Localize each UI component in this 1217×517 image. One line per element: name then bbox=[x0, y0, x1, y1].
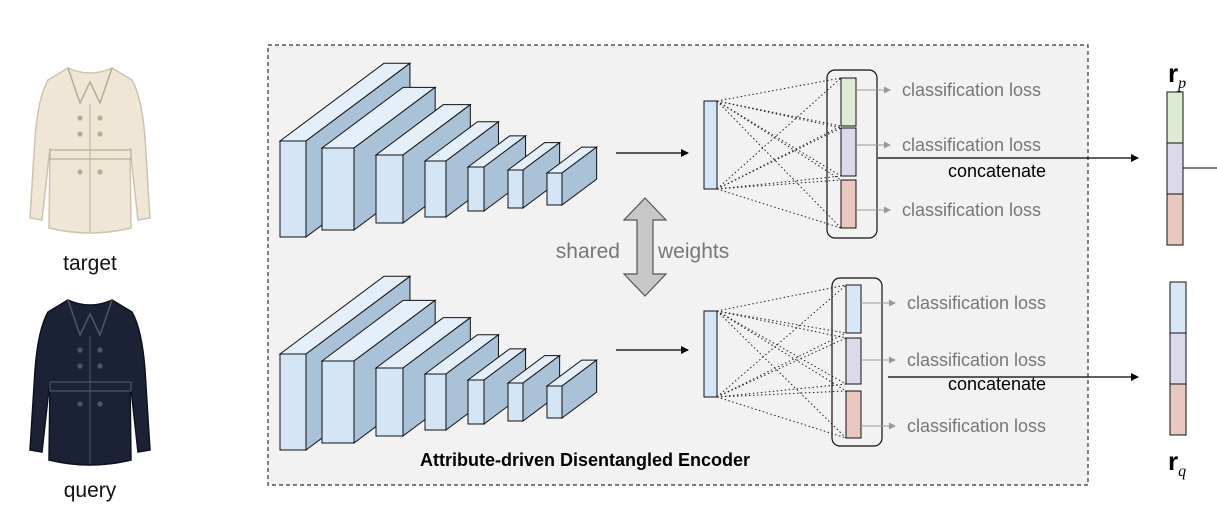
fc-connection bbox=[716, 127, 842, 190]
concat-label-query: concatenate bbox=[948, 374, 1046, 394]
cnn-backbone-target bbox=[278, 62, 599, 238]
output-segment bbox=[1166, 142, 1184, 195]
coat-button bbox=[77, 131, 83, 137]
coat-button bbox=[77, 169, 83, 175]
feature-vector bbox=[703, 100, 718, 190]
coat-button bbox=[77, 363, 83, 369]
target-coat-image bbox=[29, 67, 151, 234]
coat-button bbox=[97, 169, 103, 175]
fc-connection bbox=[716, 310, 847, 392]
attribute-embedding bbox=[845, 390, 862, 439]
output-segment bbox=[1169, 332, 1187, 385]
classification-loss-label: classification loss bbox=[907, 293, 1046, 313]
feature-vector bbox=[703, 310, 718, 398]
shared-weights-arrow bbox=[622, 197, 668, 297]
embedding-group-box bbox=[831, 277, 883, 447]
classification-loss-label: classification loss bbox=[907, 416, 1046, 436]
fc-connection bbox=[716, 284, 847, 398]
output-vector-rq bbox=[1169, 281, 1187, 436]
conv-block bbox=[506, 354, 562, 422]
head-target: classification loss classification loss cl… bbox=[703, 69, 1041, 239]
attribute-embedding bbox=[840, 127, 857, 177]
coat-button bbox=[77, 401, 83, 407]
query-label: query bbox=[64, 479, 117, 502]
output-segment bbox=[1169, 383, 1187, 436]
fc-connection bbox=[716, 179, 842, 190]
attribute-embedding bbox=[845, 284, 862, 334]
fc-connection bbox=[716, 310, 847, 334]
coat-button bbox=[97, 347, 103, 353]
conv-block bbox=[466, 347, 528, 425]
attribute-embedding bbox=[845, 337, 862, 385]
coat-collar bbox=[67, 67, 113, 105]
fc-connection bbox=[716, 100, 842, 177]
fc-connection bbox=[716, 332, 847, 398]
fc-connection bbox=[716, 188, 842, 229]
concat-label-target: concatenate bbox=[948, 161, 1046, 181]
query-coat-image bbox=[29, 299, 151, 466]
coat-button bbox=[97, 363, 103, 369]
fc-connection bbox=[716, 310, 847, 385]
attribute-heads: classification loss classification loss cl… bbox=[703, 69, 1046, 447]
conv-block bbox=[545, 359, 599, 419]
classification-loss-label: classification loss bbox=[902, 135, 1041, 155]
classification-loss-label: classification loss bbox=[902, 80, 1041, 100]
shared-label: shared bbox=[556, 240, 620, 263]
output-segment bbox=[1169, 281, 1187, 334]
output-segment bbox=[1166, 91, 1184, 144]
classification-loss-label: classification loss bbox=[902, 200, 1041, 220]
output-segment bbox=[1166, 193, 1184, 246]
cnn-backbone-query bbox=[278, 275, 599, 451]
fc-connection bbox=[716, 390, 847, 398]
fc-connection bbox=[716, 175, 842, 190]
conv-block bbox=[466, 134, 528, 212]
coat-button bbox=[77, 115, 83, 121]
coat-button bbox=[77, 347, 83, 353]
fc-connection bbox=[716, 100, 842, 129]
fc-connection bbox=[716, 100, 842, 229]
coat-button bbox=[97, 131, 103, 137]
rp-symbol: rp bbox=[1168, 58, 1186, 92]
rq-symbol: rq bbox=[1168, 446, 1186, 480]
fc-connection bbox=[716, 383, 847, 398]
fc-connection bbox=[716, 100, 842, 181]
head-query: classification loss classification loss cl… bbox=[703, 277, 1046, 447]
classification-loss-label: classification loss bbox=[907, 350, 1046, 370]
weights-label: weights bbox=[657, 240, 729, 263]
attribute-embedding bbox=[840, 179, 857, 229]
embedding-group-box bbox=[826, 69, 878, 239]
output-vector-rp bbox=[1166, 91, 1184, 246]
conv-block bbox=[545, 146, 599, 206]
coat-collar bbox=[67, 299, 113, 337]
encoder-title: Attribute-driven Disentangled Encoder bbox=[420, 450, 750, 470]
coat-button bbox=[97, 115, 103, 121]
target-label: target bbox=[63, 252, 117, 275]
conv-block bbox=[506, 141, 562, 209]
fc-connection bbox=[716, 396, 847, 439]
fc-connection bbox=[716, 77, 842, 102]
coat-button bbox=[97, 401, 103, 407]
attribute-embedding bbox=[840, 77, 857, 127]
